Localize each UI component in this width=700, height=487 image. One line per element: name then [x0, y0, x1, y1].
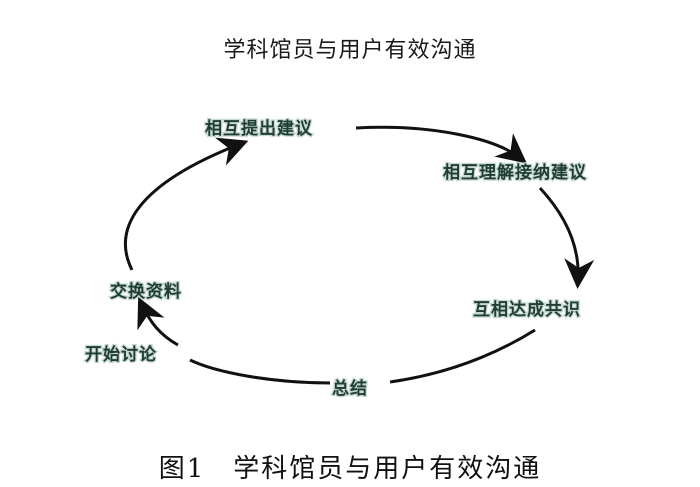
node-exchange-materials: 交换资料	[110, 281, 182, 302]
figure-caption-text: 学科馆员与用户有效沟通	[233, 454, 542, 484]
arrow-n1-to-n2	[355, 125, 528, 164]
arrow-n6-to-n1	[123, 137, 249, 271]
arrow-n3-to-n4	[389, 328, 536, 384]
diagram-title: 学科馆员与用户有效沟通	[223, 38, 477, 63]
node-summary: 总结	[332, 378, 368, 399]
node-reach-consensus: 互相达成共识	[473, 299, 581, 320]
node-mutual-understanding: 相互理解接纳建议	[443, 162, 587, 183]
node-start-discussion: 开始讨论	[85, 344, 157, 365]
arrow-n5-to-n6	[137, 296, 179, 347]
arrow-n2-to-n3	[538, 186, 595, 289]
node-mutual-suggestions: 相互提出建议	[205, 118, 313, 139]
figure-caption: 图1 学科馆员与用户有效沟通	[0, 448, 700, 485]
figure-number: 图1	[158, 454, 206, 484]
arrow-n4-to-n5	[189, 358, 331, 385]
